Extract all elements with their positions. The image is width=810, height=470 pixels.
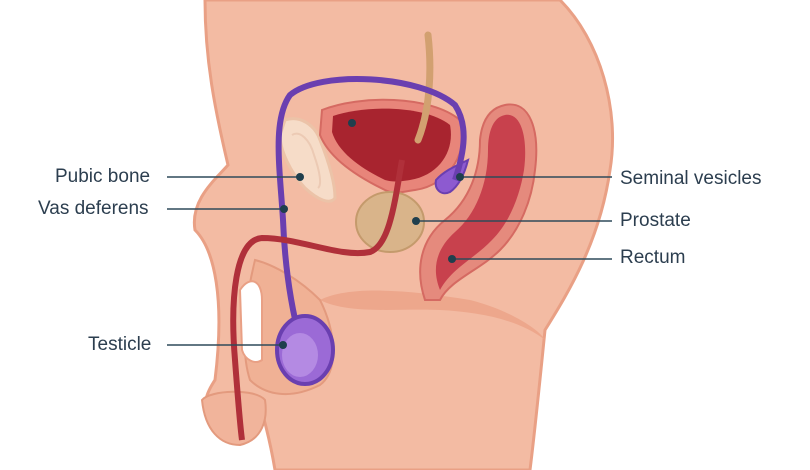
dot-prostate xyxy=(412,217,420,225)
dot-pubic-bone xyxy=(296,173,304,181)
label-seminal-vesicles: Seminal vesicles xyxy=(620,168,762,189)
label-pubic-bone: Pubic bone xyxy=(55,166,151,187)
dot-bladder xyxy=(348,119,356,127)
pubic-bone xyxy=(278,117,337,203)
leader-lines xyxy=(167,176,612,346)
label-vas-deferens: Vas deferens xyxy=(38,198,149,219)
dot-vas-deferens xyxy=(280,205,288,213)
dot-testicle xyxy=(279,341,287,349)
rectum-inner xyxy=(435,114,526,290)
vas-deferens xyxy=(275,75,467,341)
thigh-crease xyxy=(320,290,545,340)
dot-seminal-vesicles xyxy=(456,173,464,181)
leader-dots xyxy=(279,119,464,349)
leg-gap xyxy=(238,280,263,363)
penis-tip xyxy=(200,390,267,447)
label-testicle: Testicle xyxy=(88,334,152,355)
urethra xyxy=(230,159,405,441)
label-rectum: Rectum xyxy=(620,247,686,268)
dot-rectum xyxy=(448,255,456,263)
label-prostate: Prostate xyxy=(620,210,691,231)
